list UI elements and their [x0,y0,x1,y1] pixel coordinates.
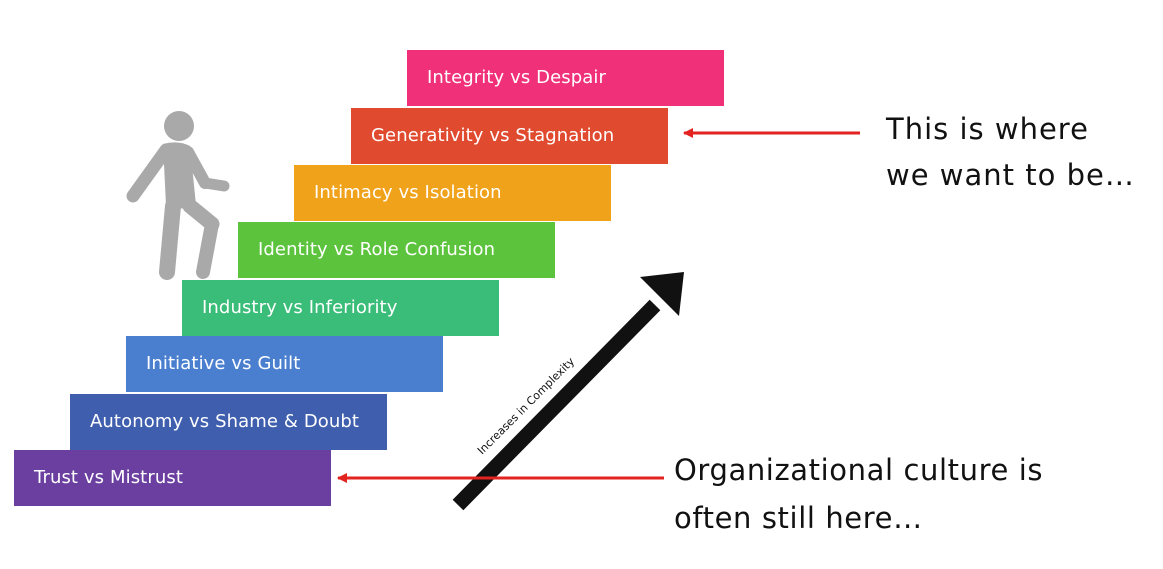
stage-autonomy-vs-shame-doubt: Autonomy vs Shame & Doubt [70,394,387,450]
climbing-person-icon [126,111,230,280]
stage-industry-vs-inferiority: Industry vs Inferiority [182,280,499,336]
stage-label: Autonomy vs Shame & Doubt [90,411,360,432]
stage-initiative-vs-guilt: Initiative vs Guilt [126,336,443,392]
stage-label: Industry vs Inferiority [202,297,398,318]
stage-trust-vs-mistrust: Trust vs Mistrust [14,450,331,506]
callout-current-stage: Organizational culture is often still he… [674,446,1043,542]
stage-label: Intimacy vs Isolation [314,182,502,203]
stage-intimacy-vs-isolation: Intimacy vs Isolation [294,165,611,221]
stage-label: Integrity vs Despair [427,67,607,88]
callout-desired-stage: This is where we want to be… [886,106,1135,198]
stage-label: Identity vs Role Confusion [258,239,496,260]
stage-label: Generativity vs Stagnation [371,125,615,146]
complexity-arrow: Increases in Complexity [452,272,684,511]
stage-label: Initiative vs Guilt [146,353,301,374]
stage-label: Trust vs Mistrust [34,467,183,488]
callout-bottom-line1: Organizational culture is [674,453,1044,487]
callout-top-line2: we want to be… [886,158,1135,192]
stage-identity-vs-role-confusion: Identity vs Role Confusion [238,222,555,278]
callout-bottom-line2: often still here… [674,501,923,535]
callout-top-line1: This is where [886,112,1089,146]
stage-generativity-vs-stagnation: Generativity vs Stagnation [351,108,668,164]
stage-integrity-vs-despair: Integrity vs Despair [407,50,724,106]
